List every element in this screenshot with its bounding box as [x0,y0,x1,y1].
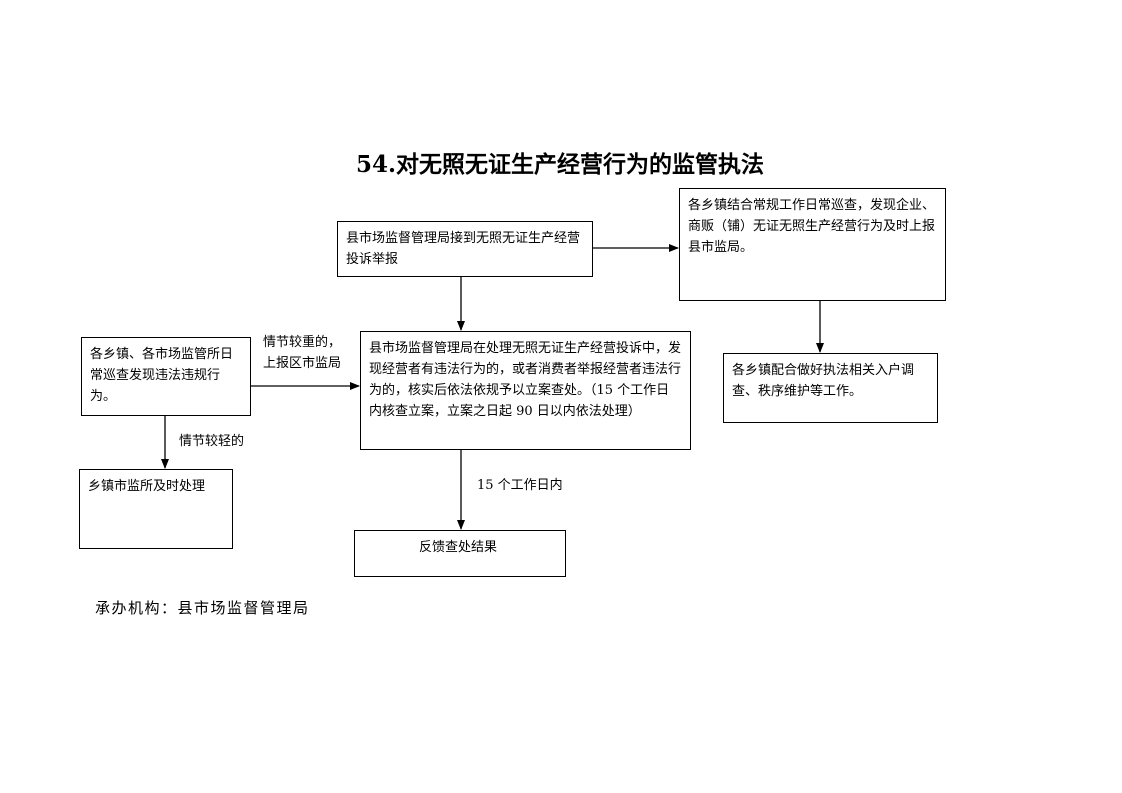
feedback-box: 反馈查处结果 [354,530,566,577]
page-title: 54.对无照无证生产经营行为的监管执法 [355,151,764,178]
serious-case-label-line1: 情节较重的， [263,335,342,350]
township-inspection-box: 各乡镇结合常规工作日常巡查，发现企业、商贩（铺）无证无照生产经营行为及时上报县市… [679,188,946,301]
deadline-label: 15 个工作日内 [477,478,563,493]
case-processing-box: 县市场监督管理局在处理无照无证生产经营投诉中，发现经营者有违法行为的，或者消费者… [360,331,691,450]
local-handling-box: 乡镇市监所及时处理 [79,469,233,549]
serious-case-label-line2: 上报区市监局 [263,356,342,371]
daily-patrol-box: 各乡镇、各市场监管所日常巡查发现违法违规行为。 [81,337,251,416]
organizer-footer: 承办机构：县市场监督管理局 [95,599,310,617]
cooperate-box: 各乡镇配合做好执法相关入户调查、秩序维护等工作。 [723,353,938,423]
minor-case-label: 情节较轻的 [179,434,245,449]
report-received-box: 县市场监督管理局接到无照无证生产经营投诉举报 [337,221,593,277]
